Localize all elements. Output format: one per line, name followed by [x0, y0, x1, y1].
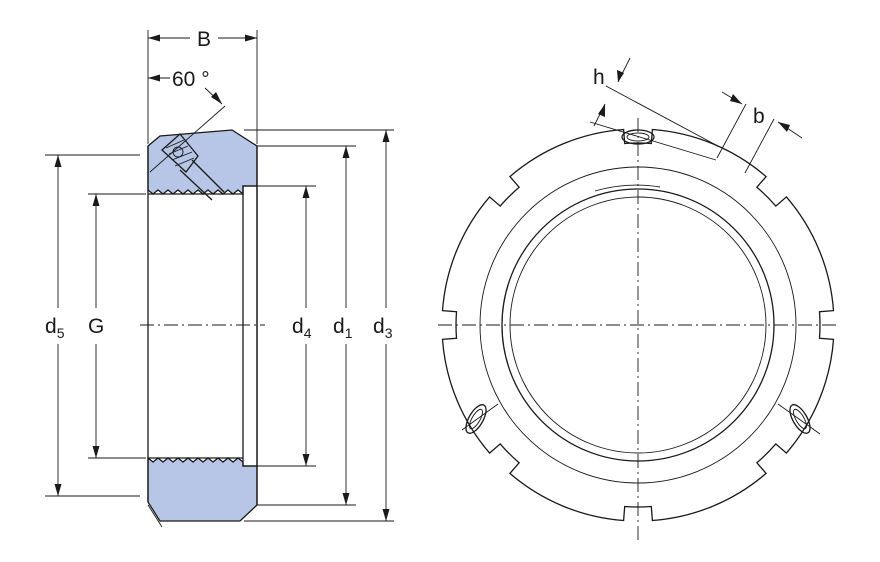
label-b-slot: b: [753, 105, 765, 128]
section-view: B 60 ° d5 G: [45, 28, 394, 528]
dimension-d5: d5: [45, 154, 140, 497]
label-b-width: B: [197, 28, 211, 51]
left-hole-axis: [461, 403, 499, 431]
dimension-b: B: [147, 28, 258, 144]
label-d1: d1: [333, 315, 353, 341]
right-hole-axis: [777, 403, 821, 435]
bore-recess: [242, 185, 258, 467]
thread-arc-mark: [594, 184, 661, 192]
label-d4: d4: [292, 315, 312, 341]
lower-section-fill: [147, 456, 258, 522]
dimension-d1: d1: [257, 145, 356, 506]
front-view: h b: [438, 57, 838, 540]
chamfer-line: [147, 504, 163, 528]
outer-slotted-rim: [441, 128, 835, 522]
dimension-b-slot: b: [716, 91, 803, 174]
right-screw-hole: [789, 404, 811, 434]
dimension-d3: d3: [244, 129, 394, 522]
left-screw-hole: [465, 404, 487, 434]
dimension-d4: d4: [257, 185, 316, 467]
dimension-g: G: [88, 193, 146, 459]
label-g: G: [88, 315, 104, 338]
label-d5: d5: [45, 315, 65, 341]
label-angle: 60 °: [172, 68, 210, 91]
upper-section-fill: [147, 129, 258, 196]
top-screw-hole: [621, 129, 655, 145]
locking-screw: [149, 105, 226, 201]
label-d3: d3: [373, 315, 393, 341]
label-h: h: [593, 66, 605, 89]
dimension-angle: 60 °: [148, 68, 223, 105]
dimension-h: h: [589, 57, 717, 161]
